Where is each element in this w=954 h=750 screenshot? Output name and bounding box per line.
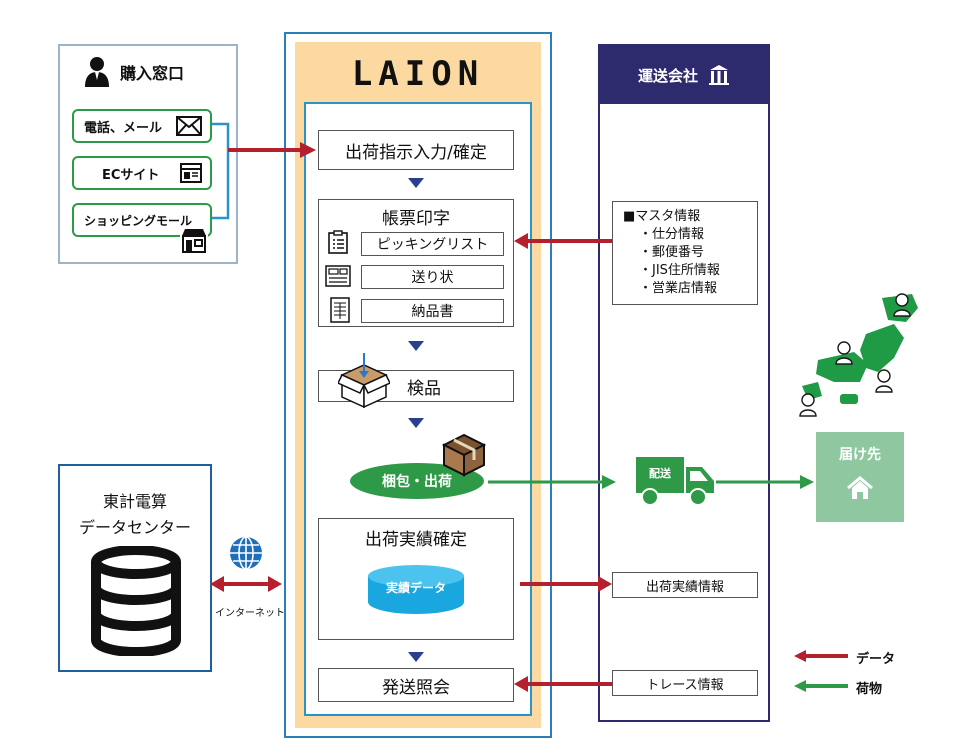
step-shipping-input: 出荷指示入力/確定 (318, 130, 514, 170)
form-picking-list: ピッキングリスト (361, 232, 504, 256)
laion-logo: LAION (295, 52, 541, 96)
form-label: 納品書 (411, 304, 454, 320)
master-item: ・JIS住所情報 (639, 263, 720, 278)
legend-data-arrow (794, 650, 848, 662)
datacenter-name: 東計電算 (102, 492, 167, 511)
step-label: 検品 (407, 378, 441, 399)
trace-info-label: トレース情報 (646, 677, 724, 693)
master-item: ・仕分情報 (639, 227, 705, 242)
results-info-label: 出荷実績情報 (645, 579, 724, 595)
step-packing-shipping: 梱包・出荷 (350, 463, 484, 499)
japan-map-icon (799, 293, 918, 417)
channel-phone-mail: 電話、メール (72, 109, 212, 143)
flow-down-icon (408, 178, 424, 188)
step-label: 梱包・出荷 (382, 474, 452, 490)
results-title: 出荷実績確定 (365, 530, 467, 550)
invoice-icon (330, 297, 350, 323)
truck-label: 配送 (649, 467, 671, 480)
laion-logo-text: LAION (351, 54, 485, 94)
step-shipment-inquiry: 発送照会 (318, 668, 514, 702)
master-info-title: ■マスタ情報 (623, 209, 701, 224)
step-shipping-results: 出荷実績確定 (318, 518, 514, 640)
delivery-truck-icon (636, 457, 714, 506)
purchase-window-title: 購入窓口 (120, 64, 185, 83)
shipping-results-info-box: 出荷実績情報 (612, 572, 758, 598)
legend-goods-label: 荷物 (856, 682, 883, 697)
form-delivery-note: 納品書 (361, 299, 504, 323)
step-label: 発送照会 (382, 677, 450, 698)
forms-title: 帳票印字 (382, 209, 450, 229)
destination-box: 届け先 (816, 432, 904, 522)
carrier-header: 運送会社 (600, 46, 768, 104)
flow-down-icon (408, 341, 424, 351)
legend: データ 荷物 (794, 648, 934, 702)
globe-icon (230, 536, 262, 570)
form-shipping-slip: 送り状 (361, 265, 504, 289)
browser-window-icon (180, 163, 202, 183)
legend-data-label: データ (856, 652, 896, 667)
trace-info-box: トレース情報 (612, 670, 758, 696)
database-cylinder-icon (368, 565, 464, 614)
package-icon (441, 433, 486, 477)
destination-label: 届け先 (839, 447, 881, 463)
tokei-datacenter-panel: 東計電算 データセンター (58, 464, 212, 672)
channel-label: ECサイト (102, 167, 160, 183)
envelope-icon (176, 116, 202, 136)
results-data-label: 実績データ (385, 580, 446, 595)
home-icon (847, 476, 873, 499)
channel-bracket (212, 122, 230, 220)
purchase-window-panel: 購入窓口 電話、メール ECサイト ショッピングモール (58, 44, 238, 264)
form-label: 送り状 (411, 270, 454, 286)
channel-label: 電話、メール (84, 120, 163, 136)
flow-down-icon (408, 652, 424, 662)
datacenter-subtitle: データセンター (78, 518, 191, 537)
store-icon (180, 226, 208, 254)
clipboard-icon (328, 230, 348, 254)
channel-label: ショッピングモール (84, 213, 193, 228)
form-label: ピッキングリスト (376, 237, 489, 253)
master-info-box: ■マスタ情報 ・仕分情報 ・郵便番号 ・JIS住所情報 ・営業店情報 (612, 201, 758, 305)
internet-label: インターネット (215, 608, 285, 619)
person-icon (85, 57, 109, 87)
step-label: 出荷指示入力/確定 (345, 142, 487, 163)
channel-ec-site: ECサイト (72, 156, 212, 190)
building-icon (709, 65, 729, 85)
inspection-box-icon (338, 353, 390, 409)
master-item: ・郵便番号 (639, 245, 705, 260)
shipping-label-icon (325, 265, 351, 287)
master-item: ・営業店情報 (639, 281, 718, 296)
carrier-title: 運送会社 (637, 66, 698, 85)
server-database-icon (91, 546, 181, 656)
carrier-panel (598, 44, 770, 722)
legend-goods-arrow (794, 680, 848, 692)
flow-down-icon (408, 418, 424, 428)
